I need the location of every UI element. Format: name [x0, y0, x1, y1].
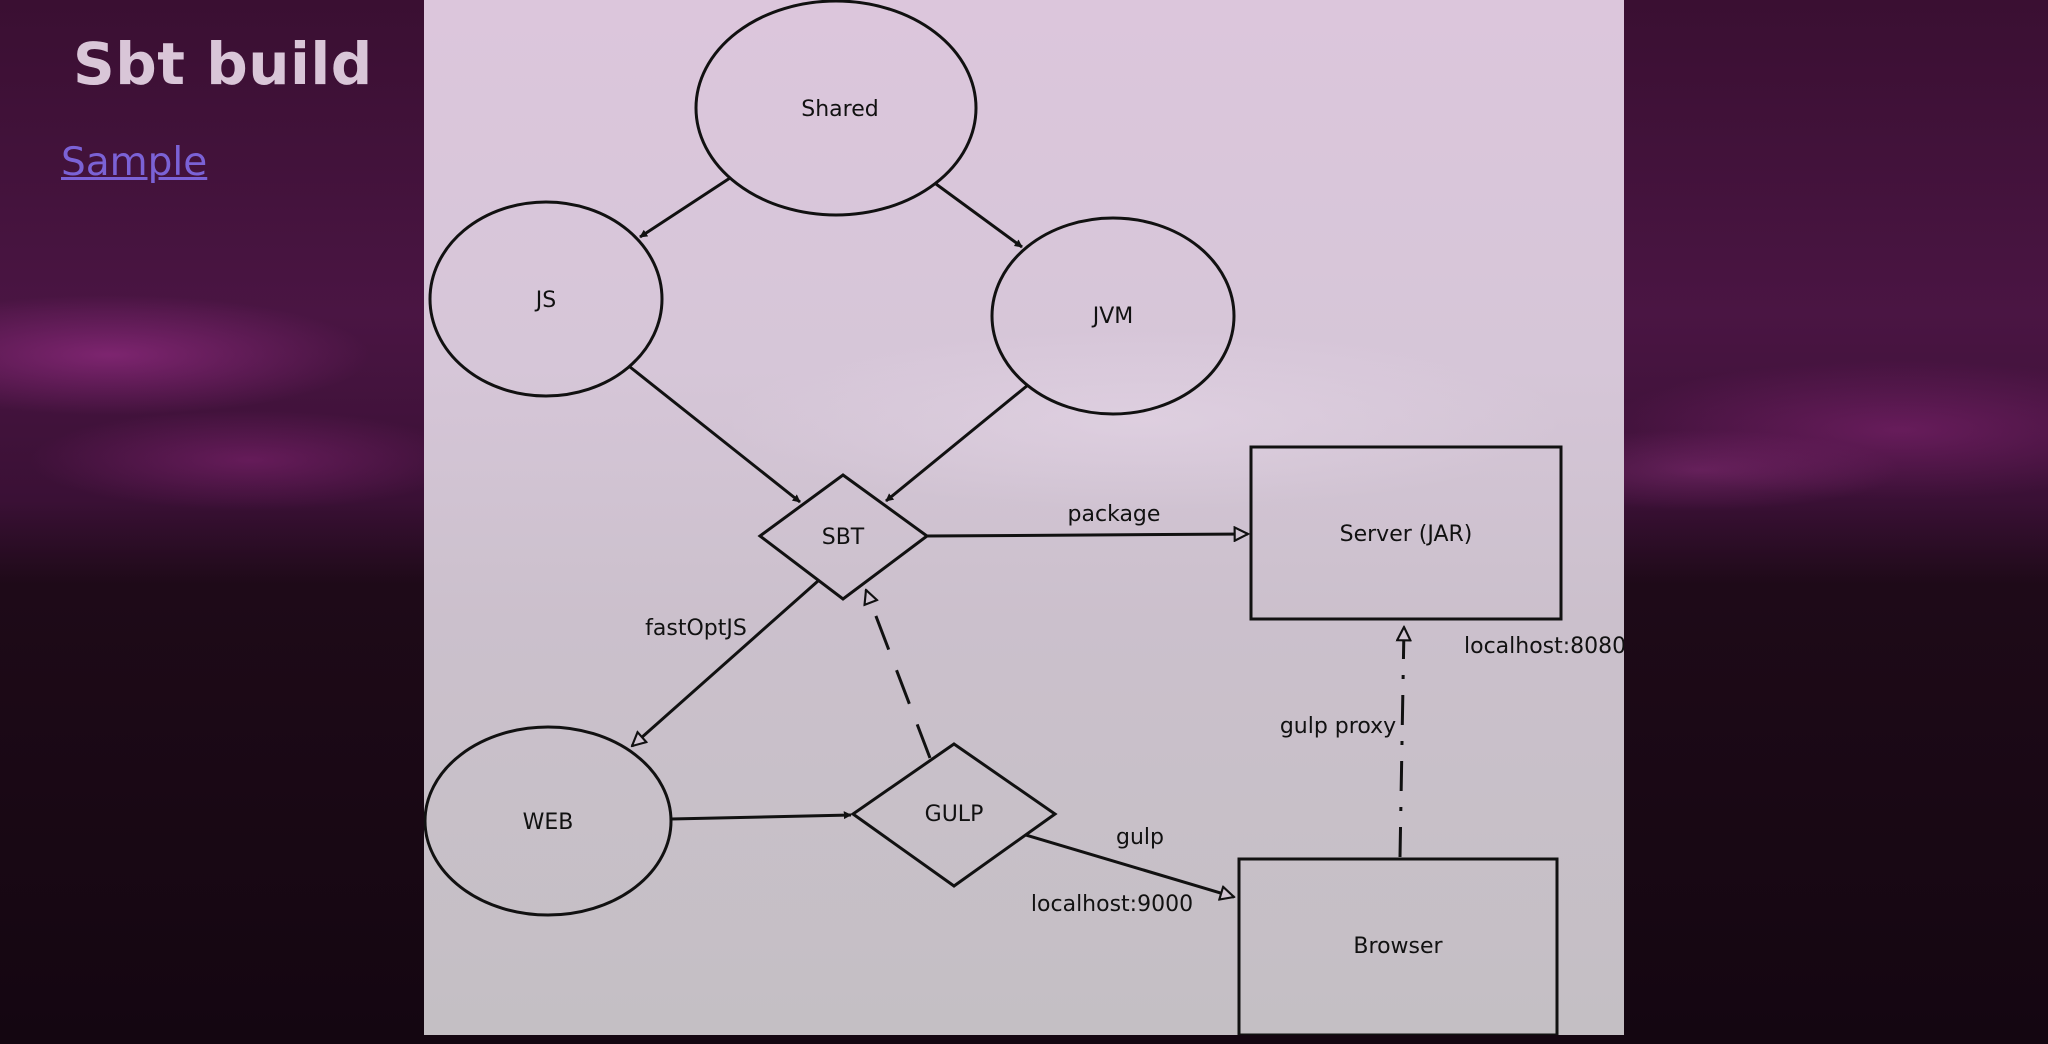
edge-label-localhost-9000: localhost:9000 — [1031, 892, 1193, 917]
page-title: Sbt build — [73, 30, 373, 98]
node-sbt — [757, 473, 930, 601]
edge-label-fastoptjs: fastOptJS — [645, 616, 747, 641]
node-server — [1249, 445, 1563, 621]
edge-label-gulp: gulp — [1116, 825, 1164, 850]
node-jvm — [990, 216, 1236, 416]
node-web — [424, 725, 673, 917]
node-label-jvm: JVM — [1091, 304, 1134, 329]
edge-gulp-to-sbt — [866, 590, 932, 759]
diagram-panel: Shared JS JVM SBT Server (JAR) WEB GULP … — [424, 0, 1624, 1035]
edge-shared-to-jvm — [935, 182, 1023, 249]
node-js — [428, 200, 664, 398]
node-label-browser: Browser — [1353, 934, 1443, 959]
edge-sbt-to-web — [632, 579, 819, 746]
edge-shared-to-js — [639, 176, 731, 239]
node-label-web: WEB — [523, 810, 574, 835]
edge-label-package: package — [1068, 502, 1161, 527]
edge-sbt-to-server — [926, 534, 1248, 536]
edge-jvm-to-sbt — [885, 383, 1029, 503]
node-browser — [1237, 857, 1559, 1035]
edge-browser-to-server — [1400, 627, 1404, 858]
edge-gulp-to-browser — [1025, 833, 1234, 897]
edge-web-to-gulp — [670, 811, 852, 821]
node-label-sbt: SBT — [822, 525, 865, 550]
node-gulp — [850, 742, 1058, 888]
edge-js-to-sbt — [629, 365, 801, 504]
node-label-server: Server (JAR) — [1340, 522, 1473, 547]
build-diagram: Shared JS JVM SBT Server (JAR) WEB GULP … — [424, 0, 1624, 1035]
edge-label-localhost-8080: localhost:8080 — [1464, 634, 1624, 659]
node-label-js: JS — [534, 288, 556, 313]
node-label-gulp: GULP — [925, 802, 984, 827]
node-shared — [694, 0, 978, 217]
edge-label-gulp-proxy: gulp proxy — [1280, 714, 1396, 739]
sample-link[interactable]: Sample — [61, 140, 208, 185]
node-label-shared: Shared — [801, 97, 878, 122]
